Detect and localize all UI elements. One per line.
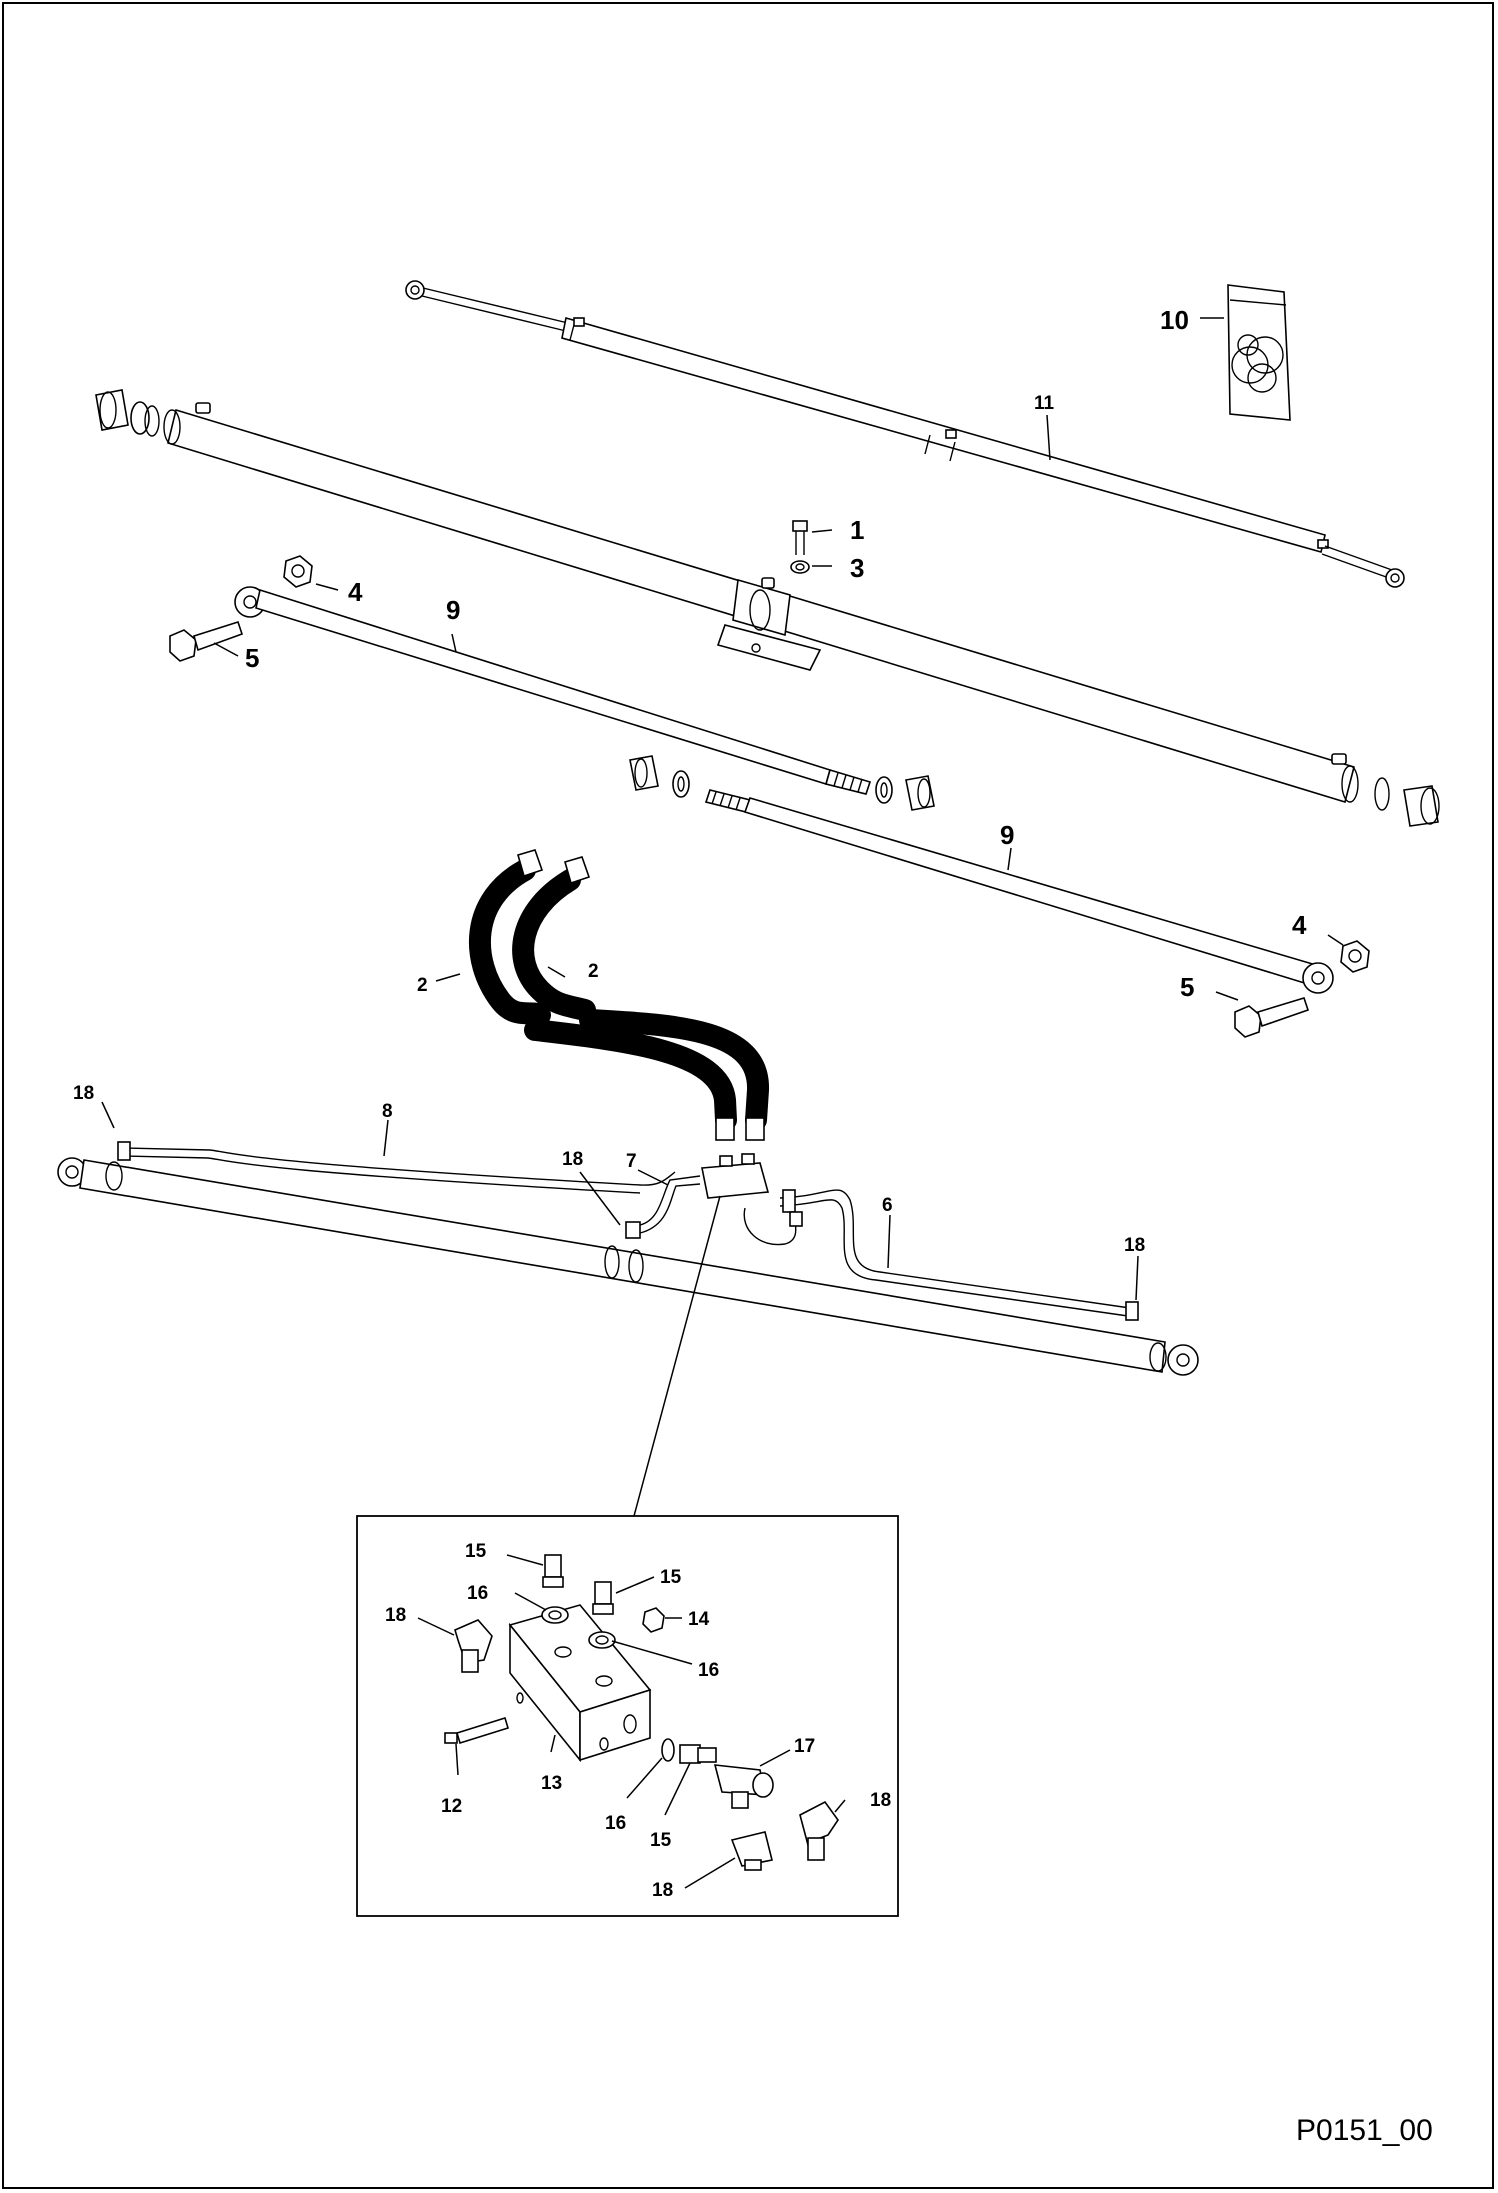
- callout-18-b: 18: [562, 1149, 583, 1170]
- callout-leaders: [101, 317, 1344, 1889]
- callout-13: 13: [541, 1773, 562, 1794]
- callout-15-b: 15: [660, 1567, 682, 1588]
- inset-leader-line: [633, 1195, 721, 1517]
- part-10-seal-kit: [1227, 284, 1291, 421]
- callout-5-lower: 5: [1180, 972, 1194, 1002]
- callout-18-e: 18: [870, 1790, 891, 1811]
- callout-18-d: 18: [385, 1605, 406, 1626]
- callout-18-f: 18: [652, 1880, 673, 1901]
- callout-15-a: 15: [465, 1541, 487, 1562]
- callout-16-a: 16: [467, 1583, 488, 1604]
- callout-5-upper: 5: [245, 643, 259, 673]
- callout-11: 11: [1034, 393, 1055, 414]
- part-5-bolt-lower: [1234, 997, 1310, 1038]
- callout-12: 12: [441, 1796, 462, 1817]
- callout-4-upper: 4: [348, 577, 363, 607]
- callout-16-c: 16: [605, 1813, 626, 1834]
- part-1-bolt: [792, 520, 808, 555]
- part-4-nut-upper: [283, 555, 313, 588]
- callout-15-c: 15: [650, 1830, 672, 1851]
- bushing-set: [629, 755, 935, 811]
- callout-17: 17: [794, 1736, 815, 1757]
- callout-3: 3: [850, 553, 864, 583]
- lower-cylinder-assembly: [57, 1141, 1199, 1376]
- callout-16-b: 16: [698, 1660, 719, 1681]
- part-2-hoses: [468, 849, 770, 1141]
- callout-18-c: 18: [1124, 1235, 1145, 1256]
- valve-block-inset: [356, 1515, 899, 1917]
- callout-2-left: 2: [417, 975, 428, 996]
- callout-18-a: 18: [73, 1083, 94, 1104]
- callout-10: 10: [1160, 305, 1189, 335]
- callout-14: 14: [688, 1609, 710, 1630]
- callout-6: 6: [882, 1195, 893, 1216]
- callout-7: 7: [626, 1151, 637, 1172]
- callout-2-right: 2: [588, 961, 599, 982]
- part-3-washer: [790, 560, 810, 574]
- callout-1: 1: [850, 515, 864, 545]
- part-4-nut-lower: [1340, 940, 1370, 973]
- main-cylinder: [95, 389, 1440, 827]
- callout-8: 8: [382, 1101, 393, 1122]
- part-5-bolt-upper: [169, 620, 244, 662]
- figure-reference: P0151_00: [1296, 2114, 1433, 2147]
- callout-9-lower: 9: [1000, 820, 1014, 850]
- part-11-cylinder: [405, 280, 1405, 588]
- callout-4-lower: 4: [1292, 910, 1307, 940]
- callout-9-upper: 9: [446, 595, 460, 625]
- part-9-rod-lower: [704, 789, 1334, 994]
- part-9-rod-upper: [234, 586, 872, 795]
